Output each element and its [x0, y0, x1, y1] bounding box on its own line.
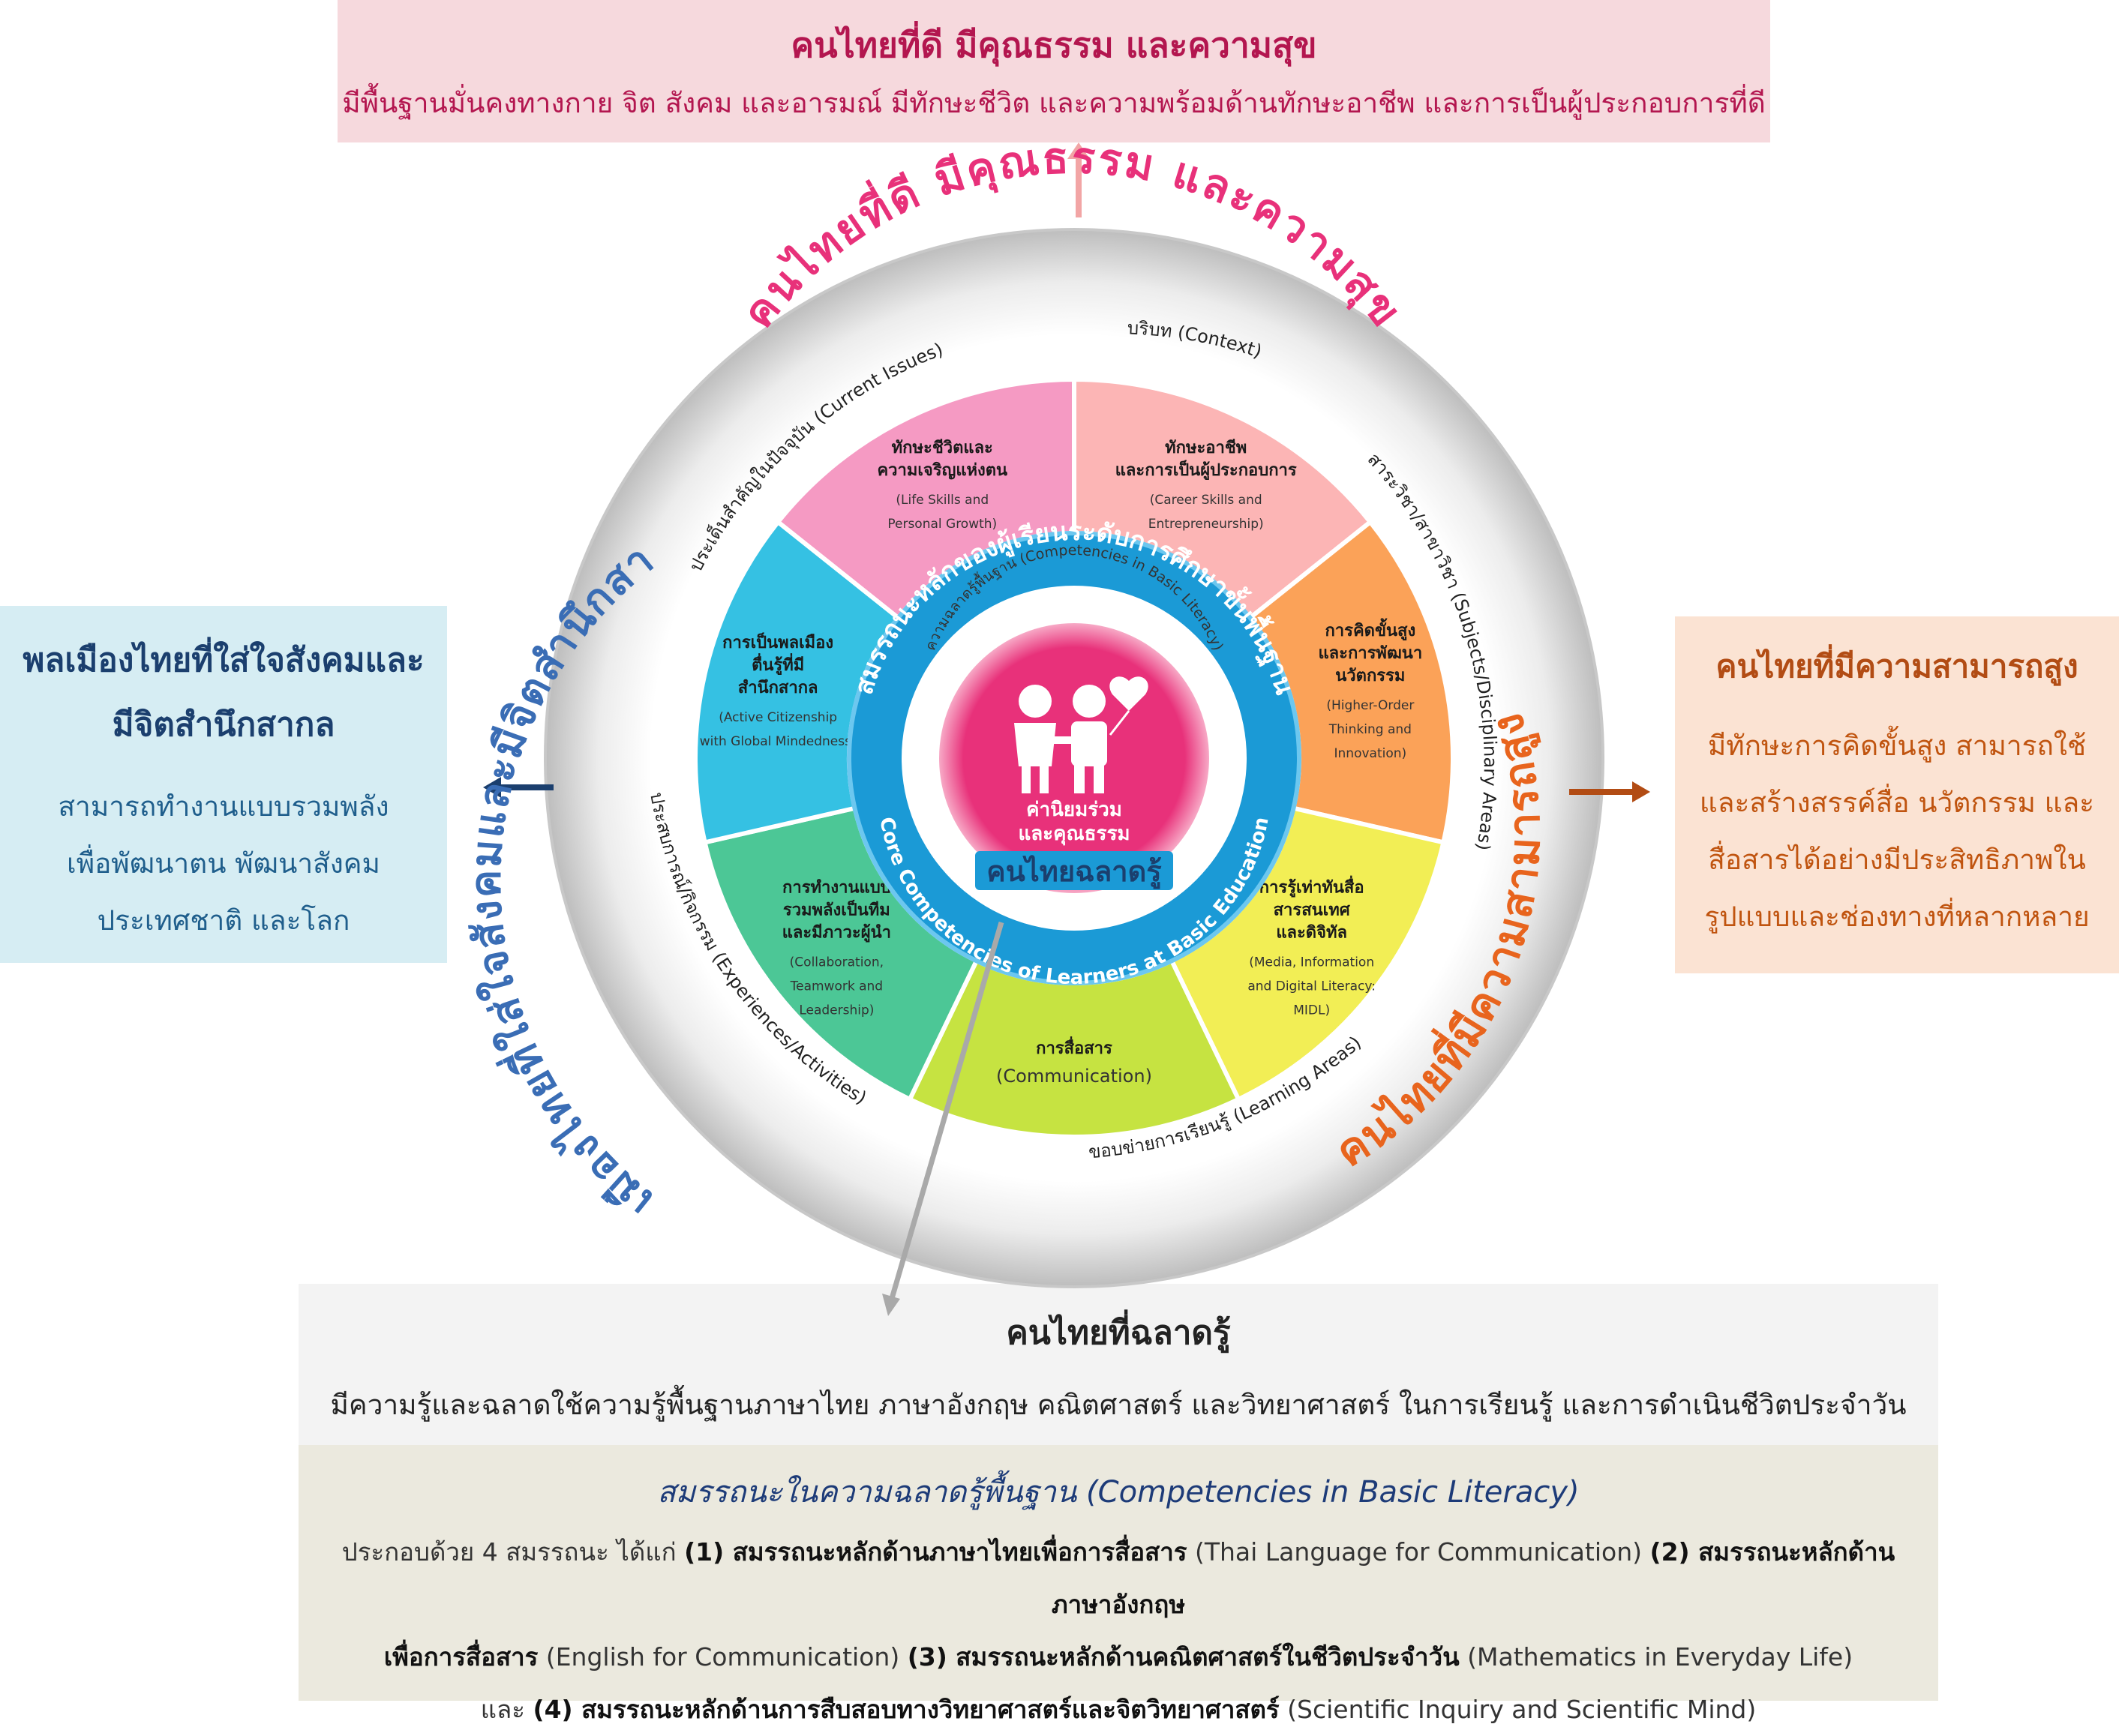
body-text: ประกอบด้วย 4 สมรรถนะ ได้แก่	[341, 1537, 685, 1567]
segment-label-th: การเป็นพลเมือง	[722, 631, 833, 652]
segment-label-th: การสื่อสาร	[1036, 1036, 1112, 1058]
segment-label-en: Teamwork and	[790, 979, 883, 994]
segment-label-th: สำนึกสากล	[738, 679, 818, 697]
left-desc-line: เพื่อพัฒนาตน พัฒนาสังคม	[67, 847, 380, 880]
center-values-line1: ค่านิยมร่วม	[1026, 799, 1122, 821]
bottom-outcome-desc: มีความรู้และฉลาดใช้ความรู้พื้นฐานภาษาไทย…	[330, 1389, 1907, 1421]
segment-label-en: Leadership)	[799, 1003, 874, 1018]
bottom-outcome-title: คนไทยที่ฉลาดรู้	[1006, 1314, 1231, 1352]
right-outcome-desc: มีทักษะการคิดขั้นสูง สามารถใช้ และสร้างส…	[1690, 718, 2104, 946]
body-bold: (4) สมรรถนะหลักด้านการสืบสอบทางวิทยาศาสต…	[533, 1695, 1280, 1724]
arrow-right-head	[1632, 781, 1650, 802]
right-desc-line: มีทักษะการคิดขั้นสูง สามารถใช้	[1707, 730, 2087, 762]
segment-label-th: และดิจิทัล	[1276, 924, 1347, 943]
segment-label-en: with Global Mindedness)	[700, 734, 857, 749]
top-outcome-title: คนไทยที่ดี มีคุณธรรม และความสุข	[791, 25, 1317, 65]
segment-label-th: และการพัฒนา	[1318, 644, 1422, 663]
body-bold: (2) สมรรถนะหลักด้านภาษาอังกฤษ	[1051, 1537, 1895, 1619]
left-outcome-desc: สามารถทำงานแบบรวมพลัง เพื่อพัฒนาตน พัฒนา…	[15, 778, 432, 949]
segment-label-en: and Digital Literacy:	[1247, 979, 1376, 994]
body-text: (Scientific Inquiry and Scientific Mind)	[1279, 1695, 1757, 1724]
body-text: (Mathematics in Everyday Life)	[1459, 1642, 1853, 1672]
basic-literacy-panel: สมรรถนะในความฉลาดรู้พื้นฐาน (Competencie…	[299, 1445, 1938, 1724]
left-desc-line: สามารถทำงานแบบรวมพลัง	[58, 790, 389, 823]
segment-label-en: (Communication)	[996, 1066, 1152, 1087]
segment-label-en: Entrepreneurship)	[1148, 517, 1264, 532]
segment-label-th: ความเจริญแห่งตน	[877, 461, 1007, 480]
segment-label-th: การรู้เท่าทันสื่อ	[1259, 875, 1364, 898]
right-desc-line: สื่อสารได้อย่างมีประสิทธิภาพใน	[1708, 844, 2086, 876]
segment-label-en: (Collaboration,	[790, 955, 884, 970]
bottom-outcome-box: คนไทยที่ฉลาดรู้ มีความรู้และฉลาดใช้ความร…	[299, 1284, 1938, 1724]
segment-label-en: (Active Citizenship	[719, 710, 837, 725]
body-text: (Thai Language for Communication)	[1187, 1537, 1650, 1567]
center-values-line2: และคุณธรรม	[1018, 823, 1130, 846]
body-bold: (1) สมรรถนะหลักด้านภาษาไทยเพื่อการสื่อสา…	[684, 1537, 1187, 1567]
left-title-line: มีจิตสำนึกสากล	[112, 706, 335, 744]
left-outcome-title: พลเมืองไทยที่ใส่ใจสังคมและ มีจิตสำนึกสาก…	[15, 628, 432, 757]
body-line: เพื่อการสื่อสาร (English for Communicati…	[314, 1631, 1923, 1684]
body-text: และ	[480, 1695, 533, 1724]
body-bold: เพื่อการสื่อสาร	[383, 1642, 539, 1672]
body-line: และ (4) สมรรถนะหลักด้านการสืบสอบทางวิทยา…	[314, 1684, 1923, 1736]
basic-literacy-body: ประกอบด้วย 4 สมรรถนะ ได้แก่ (1) สมรรถนะห…	[314, 1526, 1923, 1736]
right-desc-line: และสร้างสรรค์สื่อ นวัตกรรม และ	[1699, 787, 2095, 819]
top-outcome-box: คนไทยที่ดี มีคุณธรรม และความสุข มีพื้นฐา…	[338, 0, 1770, 142]
segment-label-th: ทักษะอาชีพ	[1165, 439, 1247, 457]
segment-label-en: Personal Growth)	[887, 517, 997, 532]
children-icon	[1014, 685, 1107, 793]
segment-label-th: การทำงานแบบ	[782, 879, 891, 898]
segment-label-th: การคิดขั้นสูง	[1325, 618, 1415, 641]
heart-balloon-icon	[1109, 676, 1148, 736]
segment-label-en: (Career Skills and	[1150, 493, 1262, 508]
core-bottom-label: คนไทยฉลาดรู้	[986, 855, 1162, 889]
left-title-line: พลเมืองไทยที่ใส่ใจสังคมและ	[23, 641, 425, 679]
segment-label-th: นวัตกรรม	[1335, 667, 1405, 685]
segment-label-th: ตื่นรู้ที่มี	[752, 652, 804, 676]
top-outcome-desc: มีพื้นฐานมั่นคงทางกาย จิต สังคม และอารมณ…	[342, 87, 1766, 119]
segment-label-en: (Life Skills and	[896, 493, 989, 508]
segment-label-th: รวมพลังเป็นทีม	[783, 899, 890, 920]
right-desc-line: รูปแบบและช่องทางที่หลากหลาย	[1704, 901, 2090, 933]
arrow-left-head	[483, 777, 501, 798]
segment-label-th: และมีภาวะผู้นำ	[782, 924, 891, 943]
left-desc-line: ประเทศชาติ และโลก	[97, 904, 350, 937]
segment-label-en: (Higher-Order	[1326, 698, 1414, 713]
left-outcome-box: พลเมืองไทยที่ใส่ใจสังคมและ มีจิตสำนึกสาก…	[0, 606, 447, 963]
segment-label-en: Innovation)	[1334, 746, 1407, 761]
segment-label-th: ทักษะชีวิตและ	[892, 439, 993, 457]
segment-label-en: MIDL)	[1293, 1003, 1330, 1018]
ring-label-left: พลเมืองไทยที่ใส่ใจสังคมและมีจิตสำนึกสากล	[0, 0, 664, 1226]
arrow-up-head	[1067, 142, 1090, 159]
core-bottom-label-bg	[975, 851, 1173, 890]
right-outcome-title: คนไทยที่มีความสามารถสูง	[1715, 648, 2078, 685]
segment-label-th: สารสนเทศ	[1274, 901, 1351, 920]
segment-label-en: Thinking and	[1328, 722, 1412, 737]
arrow-down-head	[882, 1294, 900, 1316]
right-outcome-box: คนไทยที่มีความสามารถสูง มีทักษะการคิดขั้…	[1675, 616, 2119, 973]
arrow-down-shaft	[888, 922, 1004, 1302]
body-text: (English for Communication)	[538, 1642, 908, 1672]
segment-label-en: (Media, Information	[1249, 955, 1374, 970]
segment-label-th: และการเป็นผู้ประกอบการ	[1115, 459, 1297, 481]
basic-literacy-subtitle: สมรรถนะในความฉลาดรู้พื้นฐาน (Competencie…	[657, 1475, 1580, 1510]
body-bold: (3) สมรรถนะหลักด้านคณิตศาสตร์ในชีวิตประจ…	[907, 1642, 1460, 1672]
body-line: ประกอบด้วย 4 สมรรถนะ ได้แก่ (1) สมรรถนะห…	[314, 1526, 1923, 1631]
